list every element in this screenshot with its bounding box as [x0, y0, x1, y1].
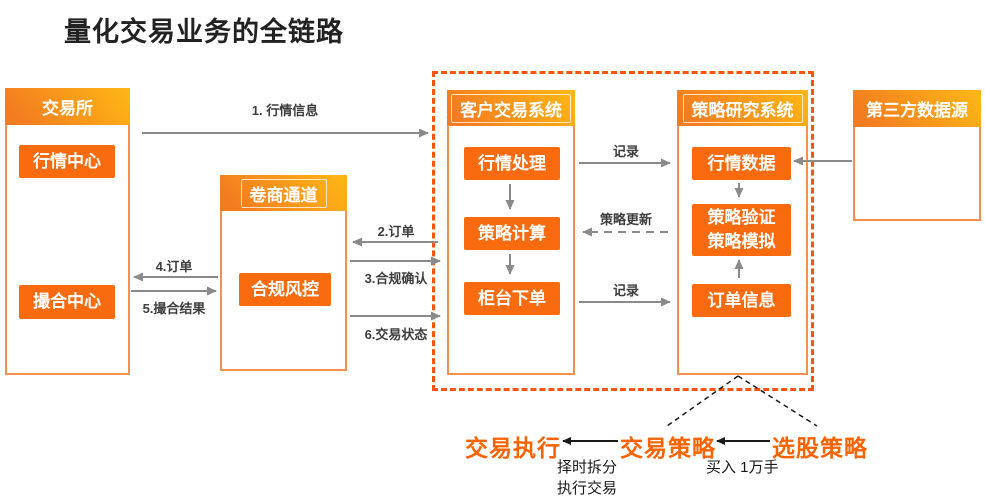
strategy-verify-simulate-block: 策略验证 策略模拟	[692, 204, 791, 256]
flow-label-order-to-exchange: 4.订单	[155, 259, 193, 274]
flow-label-order-to-broker: 2.订单	[377, 224, 415, 239]
third-party-data-box: 第三方数据源	[853, 90, 981, 221]
matching-center-block: 撮合中心	[19, 285, 115, 319]
execution-note-line1: 择时拆分	[557, 459, 618, 476]
client-system-header: 客户交易系统	[447, 90, 575, 126]
stock-selection-label: 选股策略	[772, 435, 868, 461]
counter-order-block: 柜台下单	[464, 282, 560, 315]
flow-label-trade-status: 6.交易状态	[364, 327, 428, 342]
order-info-block: 订单信息	[692, 284, 791, 317]
strategy-compute-block: 策略计算	[464, 217, 560, 250]
compliance-risk-block: 合规风控	[239, 273, 331, 306]
broker-channel-box: 卷商通道 合规风控	[220, 175, 347, 371]
broker-channel-header: 卷商通道	[220, 175, 347, 211]
market-processing-block: 行情处理	[464, 147, 560, 180]
quant-platform-dashed-boundary	[432, 71, 814, 391]
exchange-header: 交易所	[5, 88, 130, 125]
client-system-title: 客户交易系统	[451, 93, 571, 123]
market-center-block: 行情中心	[19, 145, 115, 178]
execution-note: 择时拆分 执行交易	[557, 457, 617, 499]
strategy-verify-line: 策略验证	[707, 208, 776, 227]
flow-label-market-info: 1. 行情信息	[251, 103, 319, 118]
exchange-title: 交易所	[42, 99, 93, 118]
flow-label-strategy-update: 策略更新	[599, 212, 652, 227]
strategy-research-system-box: 策略研究系统 行情数据 策略验证 策略模拟 订单信息	[677, 90, 808, 375]
client-trading-system-box: 客户交易系统 行情处理 策略计算 柜台下单	[447, 90, 575, 375]
trade-execution-label: 交易执行	[465, 435, 561, 461]
strategy-note: 买入 1万手	[706, 459, 779, 476]
trade-strategy-label: 交易策略	[620, 435, 716, 461]
flow-label-compliance-confirm: 3.合规确认	[364, 271, 428, 286]
broker-channel-title: 卷商通道	[240, 178, 327, 208]
flow-label-match-result: 5.撮合结果	[142, 301, 206, 316]
third-party-title: 第三方数据源	[866, 101, 968, 120]
exchange-box: 交易所 行情中心 撮合中心	[5, 88, 130, 375]
flow-label-record-bottom: 记录	[612, 283, 639, 298]
flow-label-record-top: 记录	[612, 144, 639, 159]
third-party-header: 第三方数据源	[853, 90, 981, 127]
market-data-block: 行情数据	[692, 147, 791, 180]
research-system-title: 策略研究系统	[682, 93, 803, 123]
page-title: 量化交易业务的全链路	[64, 17, 344, 47]
execution-note-line2: 执行交易	[557, 480, 618, 497]
strategy-simulate-line: 策略模拟	[707, 232, 776, 251]
research-system-header: 策略研究系统	[677, 90, 808, 126]
